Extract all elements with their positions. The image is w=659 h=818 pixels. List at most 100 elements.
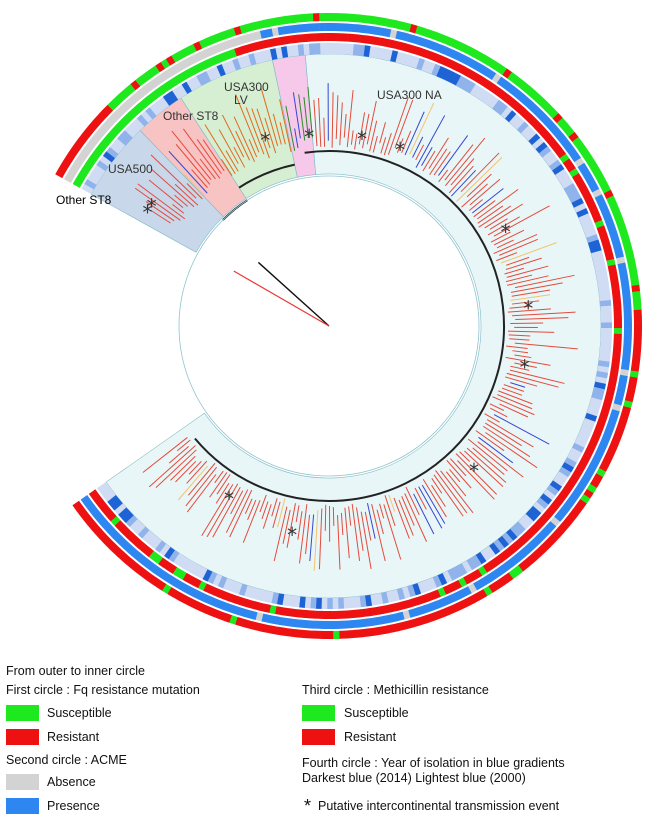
ring-segment	[564, 127, 575, 138]
ring-segment	[589, 458, 600, 468]
transmission-star: *	[523, 297, 533, 321]
ring-segment	[437, 573, 448, 586]
legend-swatch-fq-susceptible	[6, 705, 39, 721]
ring-segment	[549, 532, 560, 543]
leaf-branch	[444, 144, 474, 181]
ring-segment	[121, 511, 134, 523]
leaf-branch	[507, 308, 552, 313]
ring-segment	[99, 518, 110, 529]
ring-segment	[491, 73, 502, 84]
ring-segment	[98, 140, 109, 151]
ring-segment	[87, 520, 98, 531]
ring-segment	[122, 528, 133, 539]
leaf-branch	[188, 460, 202, 475]
leaf-branch	[339, 102, 343, 146]
leaf-branch	[172, 204, 185, 214]
ring-segment	[216, 64, 227, 77]
ring-segment	[283, 25, 291, 35]
ring-segment	[308, 43, 316, 55]
ring-segment	[555, 471, 569, 483]
ring-segment	[125, 83, 136, 95]
ring-segment	[110, 111, 121, 122]
ring-segment	[208, 585, 218, 596]
leaf-branch	[508, 334, 531, 337]
ring-segment	[537, 111, 548, 122]
ring-segment	[84, 178, 97, 190]
ring-segment	[182, 572, 192, 583]
ring-segment	[293, 595, 301, 608]
ring-segment	[556, 133, 567, 144]
ring-segment	[325, 32, 332, 42]
leaf-branch	[323, 117, 326, 147]
ring-segment	[228, 48, 238, 59]
leaf-branch	[496, 252, 518, 262]
ring-segment	[107, 100, 118, 111]
leaf-branch	[174, 183, 199, 206]
ring-segment	[273, 615, 281, 625]
ring-segment	[596, 371, 609, 379]
ring-segment	[466, 69, 477, 80]
ring-segment	[513, 117, 525, 130]
ring-segment	[153, 554, 163, 565]
ring-segment	[117, 550, 128, 562]
ring-segment	[553, 496, 564, 507]
ring-segment	[136, 87, 147, 98]
ring-segment	[284, 617, 293, 627]
ring-segment	[631, 284, 641, 293]
ring-segment	[576, 208, 589, 218]
ring-segment	[596, 272, 608, 280]
leaf-branch	[506, 345, 528, 349]
ring-segment	[314, 43, 321, 55]
leaf-branch	[379, 503, 385, 519]
ring-segment	[269, 48, 278, 60]
ring-segment	[262, 39, 270, 49]
ring-segment	[553, 512, 565, 523]
legend-swatch-acme-presence	[6, 798, 39, 814]
leaf-branch	[493, 205, 550, 237]
ring-segment	[503, 572, 514, 583]
leaf-branch	[433, 151, 451, 176]
ring-segment	[290, 34, 298, 44]
ring-segment	[257, 19, 266, 30]
ring-segment	[172, 590, 182, 601]
ring-segment	[82, 127, 93, 138]
leaf-branch	[248, 139, 258, 158]
ring-segment	[476, 63, 487, 74]
ring-segment	[600, 311, 612, 318]
leaf-branch	[409, 102, 435, 155]
ring-segment	[623, 316, 632, 323]
ring-segment	[621, 357, 631, 365]
leaf-branch	[348, 506, 352, 526]
ring-segment	[552, 164, 565, 176]
leaf-branch	[351, 503, 361, 562]
ring-segment	[421, 59, 431, 73]
ring-segment	[130, 536, 141, 546]
leaf-branch	[467, 438, 508, 472]
ring-segment	[283, 627, 291, 637]
ring-segment	[124, 543, 135, 554]
ring-segment	[501, 532, 514, 545]
ring-segment	[584, 228, 597, 238]
ring-segment	[166, 78, 176, 89]
ring-segment	[300, 13, 308, 23]
leaf-branch	[366, 503, 376, 539]
ring-segment	[257, 602, 266, 612]
ring-segment	[560, 122, 571, 133]
ring-segment	[197, 580, 207, 591]
leaf-branch	[461, 183, 488, 208]
ring-segment	[610, 367, 619, 375]
ring-segment	[562, 158, 573, 168]
legend-label-acme-absence: Absence	[47, 775, 96, 789]
ring-segment	[416, 616, 426, 626]
ring-segment	[326, 620, 334, 630]
ring-segment	[528, 102, 539, 114]
transmission-star: *	[147, 194, 157, 218]
ring-segment	[376, 37, 384, 47]
ring-segment	[544, 104, 555, 115]
ring-segment	[233, 581, 243, 595]
ring-year-of-isolation	[81, 42, 613, 610]
ring-segment	[135, 539, 146, 550]
ring-segment	[604, 216, 614, 225]
ring-segment	[196, 73, 207, 86]
leaf-branch	[428, 137, 449, 169]
